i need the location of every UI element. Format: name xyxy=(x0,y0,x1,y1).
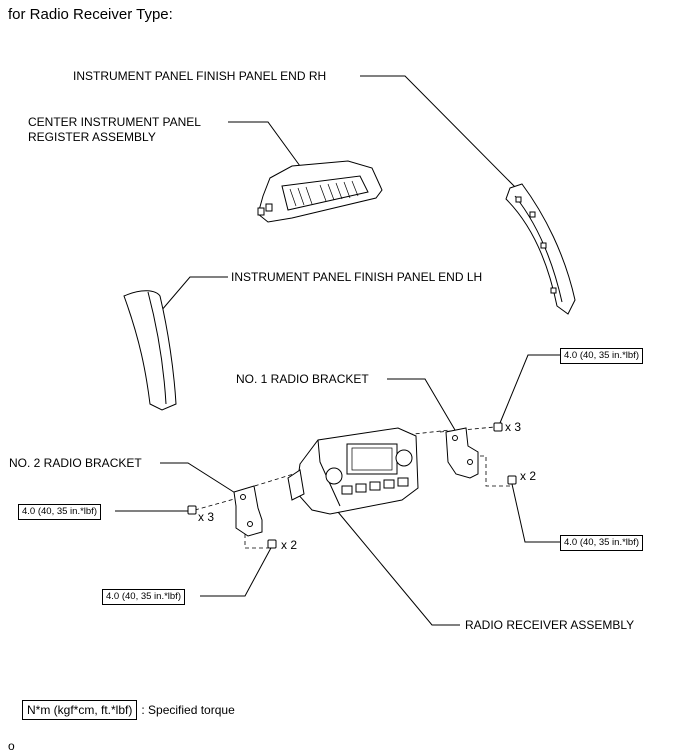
leader-finish-panel-rh xyxy=(360,75,521,193)
torque-spec-right-bottom: 4.0 (40, 35 in.*lbf) xyxy=(560,535,643,551)
leader-torque-t4 xyxy=(200,545,273,597)
leader-register-assembly xyxy=(228,121,301,167)
label-radio-bracket-1: NO. 1 RADIO BRACKET xyxy=(236,372,369,386)
qty-left-bottom: x 2 xyxy=(281,538,298,552)
radio-bracket-2-part xyxy=(233,485,263,537)
qty-right-top: x 3 xyxy=(505,420,522,434)
qty-right-bottom: x 2 xyxy=(520,469,537,483)
finish-panel-lh-part xyxy=(123,290,177,411)
qty-left-top: x 3 xyxy=(198,510,215,524)
label-register-assembly: CENTER INSTRUMENT PANEL REGISTER ASSEMBL… xyxy=(28,115,201,144)
page-heading: for Radio Receiver Type: xyxy=(8,6,173,23)
label-radio-bracket-2: NO. 2 RADIO BRACKET xyxy=(9,456,142,470)
label-radio-receiver: RADIO RECEIVER ASSEMBLY xyxy=(465,618,635,632)
radio-receiver-part xyxy=(287,427,419,515)
leader-torque-t1 xyxy=(499,354,560,424)
torque-spec-left-top: 4.0 (40, 35 in.*lbf) xyxy=(18,504,101,520)
radio-bracket-1-part xyxy=(445,427,479,479)
torque-spec-right-top: 4.0 (40, 35 in.*lbf) xyxy=(560,348,643,364)
leader-radio-bracket-1 xyxy=(387,378,456,431)
legend-text: : Specified torque xyxy=(141,703,235,717)
register-assembly-part xyxy=(257,160,383,223)
leader-radio-receiver xyxy=(337,511,460,626)
torque-legend: N*m (kgf*cm, ft.*lbf) : Specified torque xyxy=(22,700,235,720)
label-finish-panel-rh: INSTRUMENT PANEL FINISH PANEL END RH xyxy=(73,69,327,83)
leader-radio-bracket-2 xyxy=(160,462,241,497)
label-finish-panel-lh: INSTRUMENT PANEL FINISH PANEL END LH xyxy=(231,270,483,284)
torque-spec-left-bottom: 4.0 (40, 35 in.*lbf) xyxy=(102,589,185,605)
legend-unit-box: N*m (kgf*cm, ft.*lbf) xyxy=(22,700,138,720)
leader-finish-panel-lh xyxy=(154,276,228,319)
finish-panel-rh-part xyxy=(505,183,576,315)
leader-torque-t2 xyxy=(511,483,560,543)
footer-mark: o xyxy=(8,739,15,753)
bolts xyxy=(187,422,517,549)
